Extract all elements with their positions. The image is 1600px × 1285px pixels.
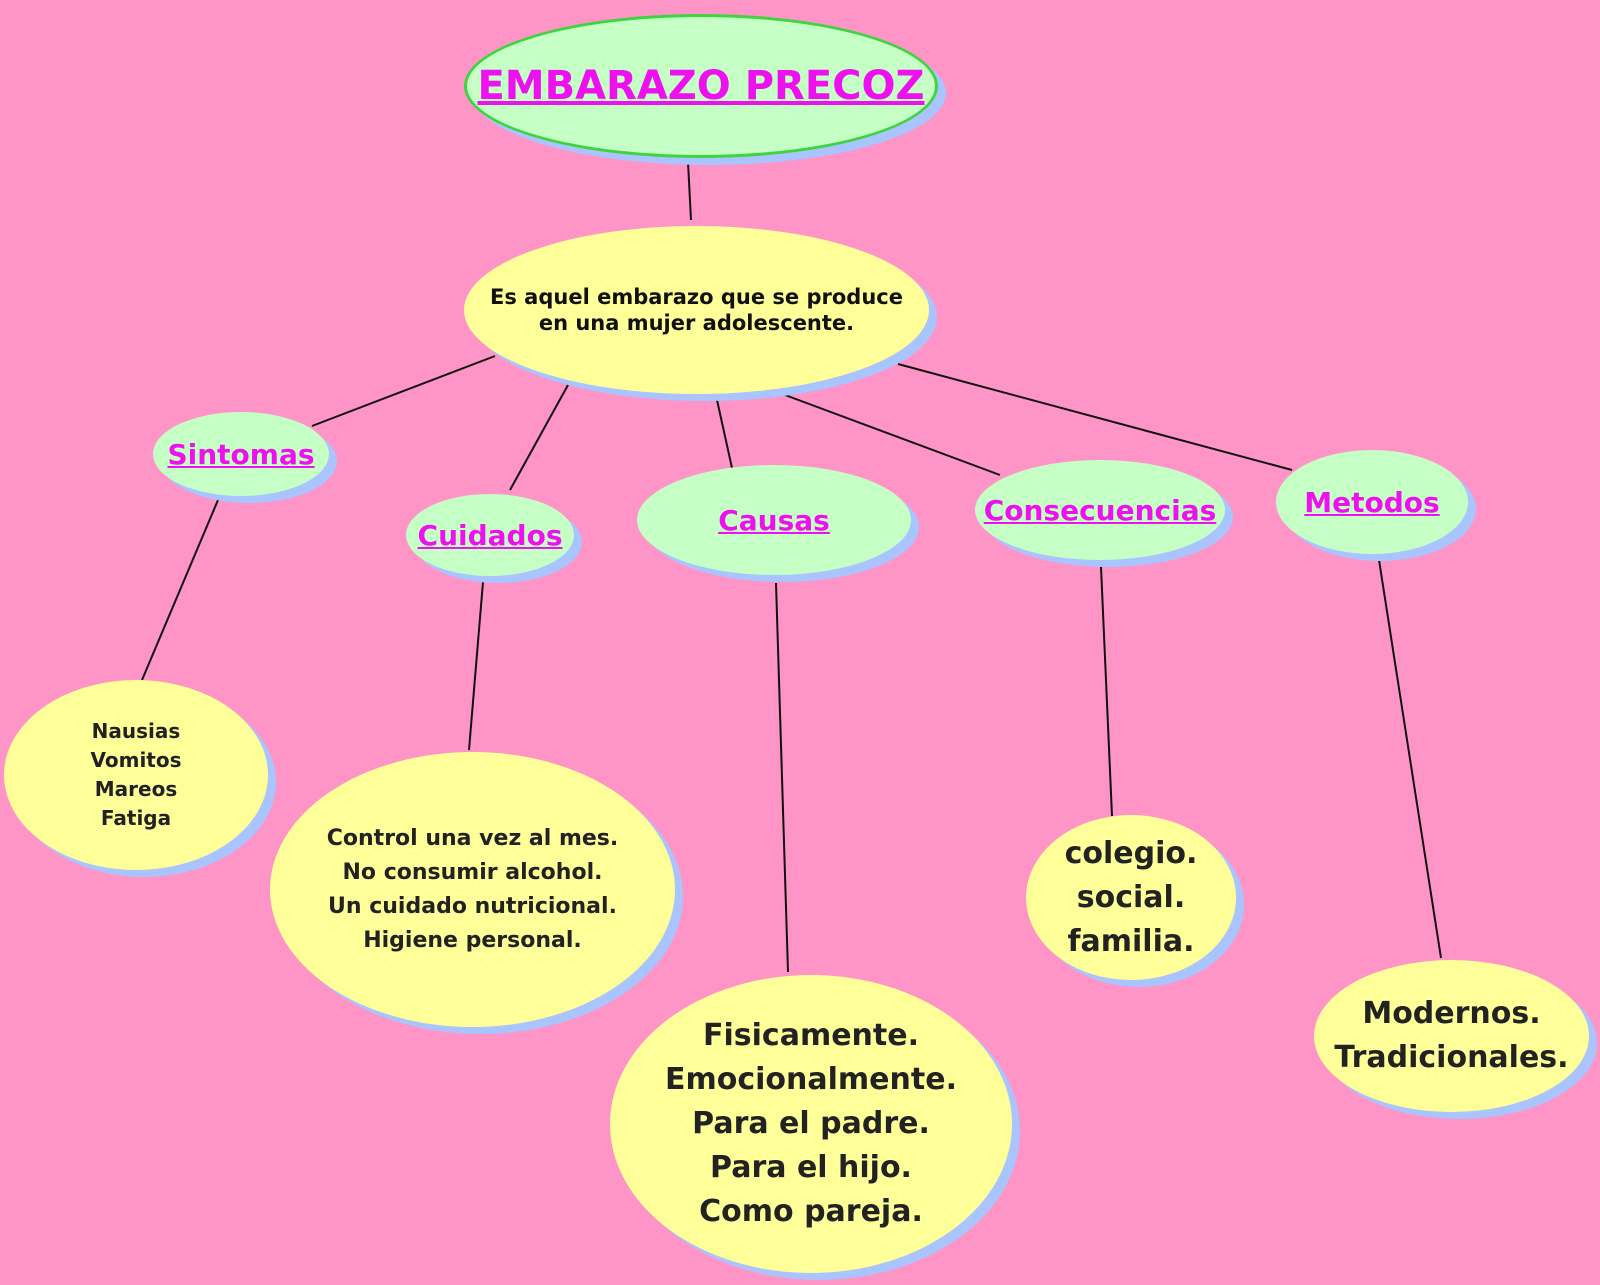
title-node: EMBARAZO PRECOZ bbox=[464, 14, 938, 158]
category-label-cuidados: Cuidados bbox=[417, 518, 563, 552]
connector-definition-cuidados bbox=[509, 384, 569, 491]
category-label-consecuencias: Consecuencias bbox=[983, 493, 1217, 527]
connector-sintomas-items bbox=[141, 499, 219, 681]
category-node-cuidados: Cuidados bbox=[406, 494, 574, 576]
connector-definition-metodos bbox=[897, 363, 1293, 471]
connector-definition-consecuencias bbox=[784, 394, 1001, 476]
connector-consecuencias-items bbox=[1100, 566, 1113, 817]
sintomas-item: Nausias bbox=[91, 719, 181, 743]
category-label-sintomas: Sintomas bbox=[167, 437, 315, 471]
category-node-causas: Causas bbox=[637, 465, 911, 575]
definition-line-2: en una mujer adolescente. bbox=[538, 311, 855, 335]
metodos-item: Tradicionales. bbox=[1334, 1040, 1569, 1075]
connector-metodos-items bbox=[1378, 559, 1442, 959]
causas-item: Como pareja. bbox=[699, 1194, 923, 1229]
consecuencias-item: social. bbox=[1076, 879, 1186, 915]
detail-node-metodos: Modernos. Tradicionales. bbox=[1314, 960, 1589, 1112]
consecuencias-item: colegio. bbox=[1064, 835, 1198, 871]
detail-node-cuidados: Control una vez al mes. No consumir alco… bbox=[270, 752, 675, 1027]
sintomas-item: Mareos bbox=[94, 777, 178, 801]
connector-causas-items bbox=[775, 582, 789, 973]
connector-definition-causas bbox=[716, 399, 733, 469]
definition-line-1: Es aquel embarazo que se produce bbox=[490, 284, 903, 309]
page-title: EMBARAZO PRECOZ bbox=[477, 63, 925, 109]
causas-item: Fisicamente. bbox=[703, 1018, 919, 1053]
consecuencias-item: familia. bbox=[1067, 923, 1195, 959]
cuidados-item: Higiene personal. bbox=[363, 927, 582, 953]
connector-cuidados-items bbox=[468, 581, 484, 751]
cuidados-item: Un cuidado nutricional. bbox=[328, 893, 617, 919]
metodos-item: Modernos. bbox=[1362, 996, 1541, 1031]
causas-item: Para el padre. bbox=[692, 1106, 930, 1141]
connector-definition-sintomas bbox=[311, 355, 496, 427]
category-node-metodos: Metodos bbox=[1276, 450, 1468, 554]
cuidados-item: Control una vez al mes. bbox=[326, 825, 619, 851]
connector-title-definition bbox=[687, 161, 692, 221]
detail-node-causas: Fisicamente. Emocionalmente. Para el pad… bbox=[610, 975, 1012, 1273]
definition-node: Es aquel embarazo que se produce en una … bbox=[464, 226, 929, 394]
cuidados-item: No consumir alcohol. bbox=[342, 859, 603, 885]
detail-node-consecuencias: colegio. social. familia. bbox=[1026, 815, 1236, 980]
sintomas-item: Fatiga bbox=[100, 806, 172, 830]
category-label-metodos: Metodos bbox=[1304, 485, 1440, 519]
sintomas-item: Vomitos bbox=[90, 748, 182, 772]
causas-item: Emocionalmente. bbox=[665, 1062, 957, 1097]
category-node-sintomas: Sintomas bbox=[153, 412, 329, 496]
detail-node-sintomas: Nausias Vomitos Mareos Fatiga bbox=[4, 680, 268, 870]
category-node-consecuencias: Consecuencias bbox=[975, 460, 1225, 560]
causas-item: Para el hijo. bbox=[710, 1150, 912, 1185]
category-label-causas: Causas bbox=[718, 503, 830, 537]
